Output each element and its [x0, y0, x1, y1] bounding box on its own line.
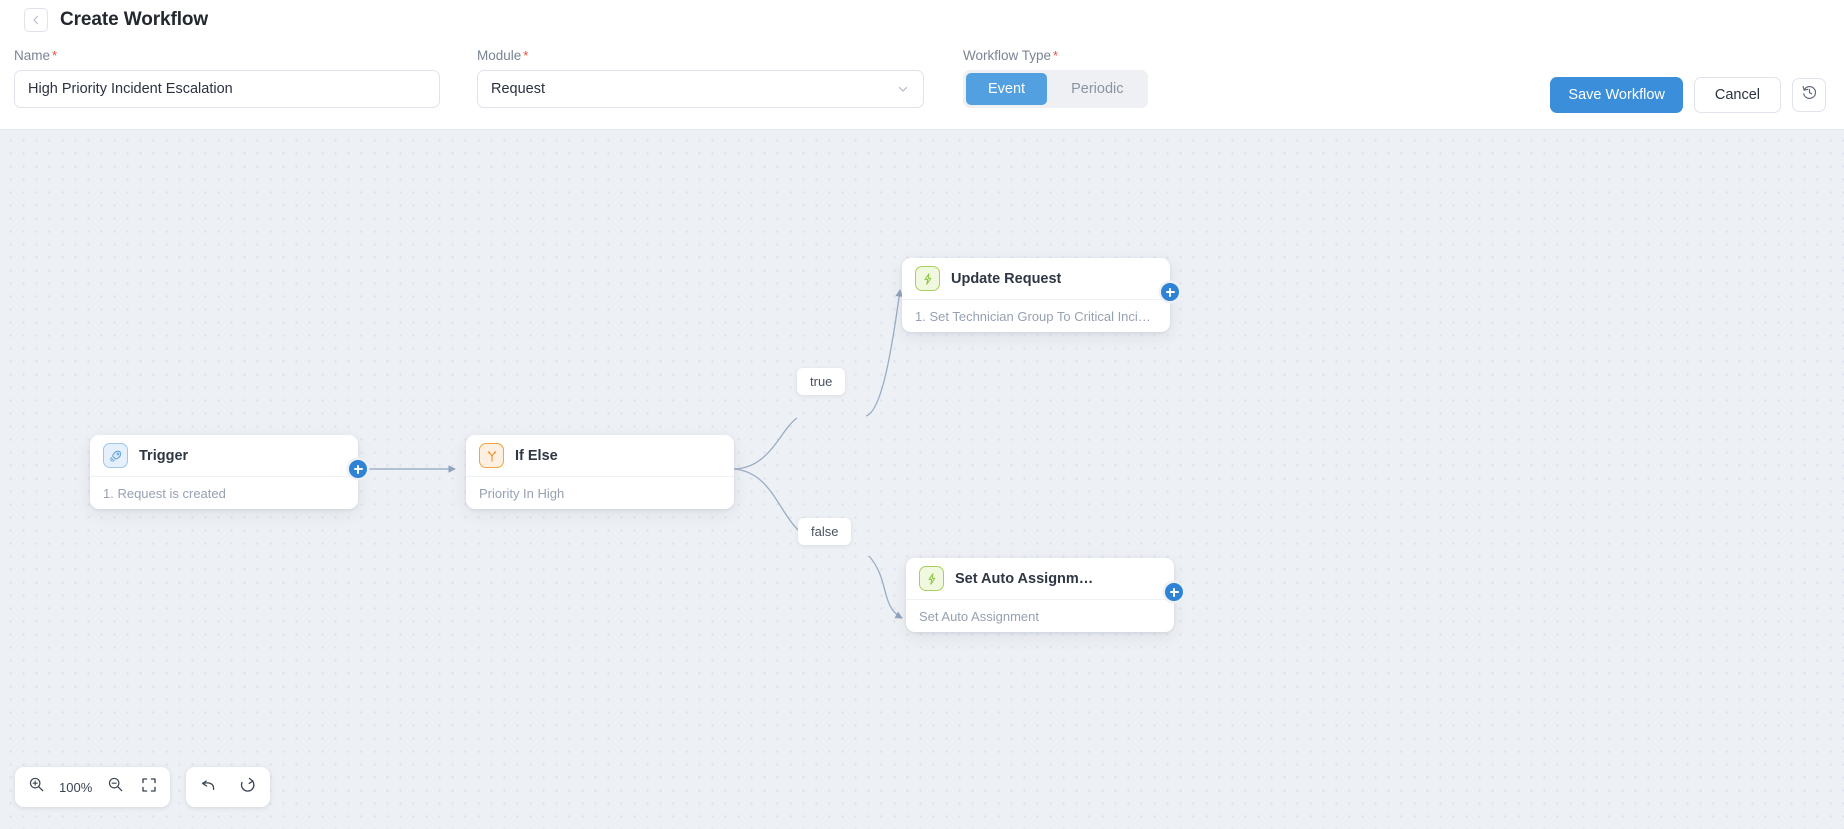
lightning-action-icon: [915, 266, 940, 291]
add-node-button-after-set-auto-assignment[interactable]: [1165, 583, 1183, 601]
history-toolbar: [186, 767, 270, 807]
node-title: Set Auto Assignm…: [955, 570, 1094, 587]
node-title: If Else: [515, 447, 558, 464]
module-label-text: Module: [477, 48, 522, 63]
name-field-label: Name*: [14, 48, 440, 63]
zoom-out-icon: [107, 776, 124, 798]
chevron-down-icon: [896, 82, 910, 96]
node-title: Update Request: [951, 270, 1062, 287]
redo-button[interactable]: [230, 772, 264, 802]
fit-to-screen-icon: [141, 777, 157, 798]
lightning-action-icon: [919, 566, 944, 591]
name-field-group: Name*: [14, 48, 440, 108]
module-select[interactable]: Request: [477, 70, 924, 108]
chevron-left-icon: [30, 14, 42, 26]
module-select-value: Request: [491, 81, 546, 97]
redo-icon: [238, 776, 256, 799]
workflow-node-trigger[interactable]: Trigger 1. Request is created: [90, 435, 367, 509]
required-asterisk: *: [52, 48, 58, 63]
history-restore-icon: [1801, 84, 1818, 106]
zoom-out-button[interactable]: [100, 772, 130, 802]
history-restore-button[interactable]: [1792, 78, 1826, 112]
node-subtitle: Set Auto Assignment: [919, 608, 1039, 624]
page-title: Create Workflow: [60, 9, 209, 30]
save-workflow-button[interactable]: Save Workflow: [1550, 77, 1683, 113]
edge-false-to-autoassign: [868, 555, 903, 619]
workflow-type-field-group: Workflow Type* Event Periodic: [963, 48, 1149, 108]
rocket-trigger-icon: [103, 443, 128, 468]
workflow-node-set-auto-assignment[interactable]: Set Auto Assignm… Set Auto Assignment: [906, 558, 1183, 632]
workflow-canvas[interactable]: Trigger 1. Request is created If Else Pr…: [0, 130, 1844, 829]
undo-button[interactable]: [192, 772, 226, 802]
module-field-label: Module*: [477, 48, 924, 63]
node-header: Update Request: [902, 258, 1170, 300]
undo-icon: [200, 776, 218, 799]
edge-label-true[interactable]: true: [797, 368, 846, 395]
node-header: Trigger: [90, 435, 358, 477]
module-field-group: Module* Request: [477, 48, 924, 108]
title-row: Create Workflow: [24, 8, 208, 32]
node-header: Set Auto Assignm…: [906, 558, 1174, 600]
back-button[interactable]: [24, 8, 48, 32]
edge-layer: [358, 289, 903, 619]
name-input[interactable]: [14, 70, 440, 108]
branch-fork-icon: [479, 443, 504, 468]
edge-ifelse-false: [733, 468, 799, 531]
header-actions: Save Workflow Cancel: [1550, 77, 1826, 113]
edge-true-to-update: [865, 289, 903, 417]
required-asterisk: *: [523, 48, 529, 63]
node-header: If Else: [466, 435, 734, 477]
zoom-in-icon: [28, 776, 45, 798]
cancel-button[interactable]: Cancel: [1693, 77, 1781, 113]
workflow-type-label-text: Workflow Type: [963, 48, 1052, 63]
add-node-button-after-update-request[interactable]: [1161, 283, 1179, 301]
add-node-button-after-trigger[interactable]: [349, 460, 367, 478]
fit-to-screen-button[interactable]: [134, 772, 164, 802]
zoom-level-label: 100%: [59, 779, 93, 795]
workflow-type-label: Workflow Type*: [963, 48, 1148, 63]
node-subtitle: 1. Request is created: [103, 485, 226, 501]
required-asterisk: *: [1053, 48, 1059, 63]
edge-ifelse-true: [733, 417, 798, 470]
zoom-in-button[interactable]: [21, 772, 51, 802]
page-header: Create Workflow Name* Module* Request Wo…: [0, 0, 1844, 130]
workflow-node-update-request[interactable]: Update Request 1. Set Technician Group T…: [902, 258, 1179, 332]
node-subtitle: Priority In High: [479, 485, 565, 501]
name-label-text: Name: [14, 48, 51, 63]
workflow-type-option-event[interactable]: Event: [966, 73, 1048, 105]
workflow-type-toggle: Event Periodic: [963, 70, 1149, 108]
zoom-toolbar: 100%: [15, 767, 171, 807]
workflow-node-if-else[interactable]: If Else Priority In High: [466, 435, 734, 509]
edge-label-false[interactable]: false: [798, 518, 852, 545]
workflow-type-option-periodic[interactable]: Periodic: [1071, 81, 1124, 97]
node-subtitle: 1. Set Technician Group To Critical Inci…: [915, 308, 1151, 324]
node-title: Trigger: [139, 447, 189, 464]
